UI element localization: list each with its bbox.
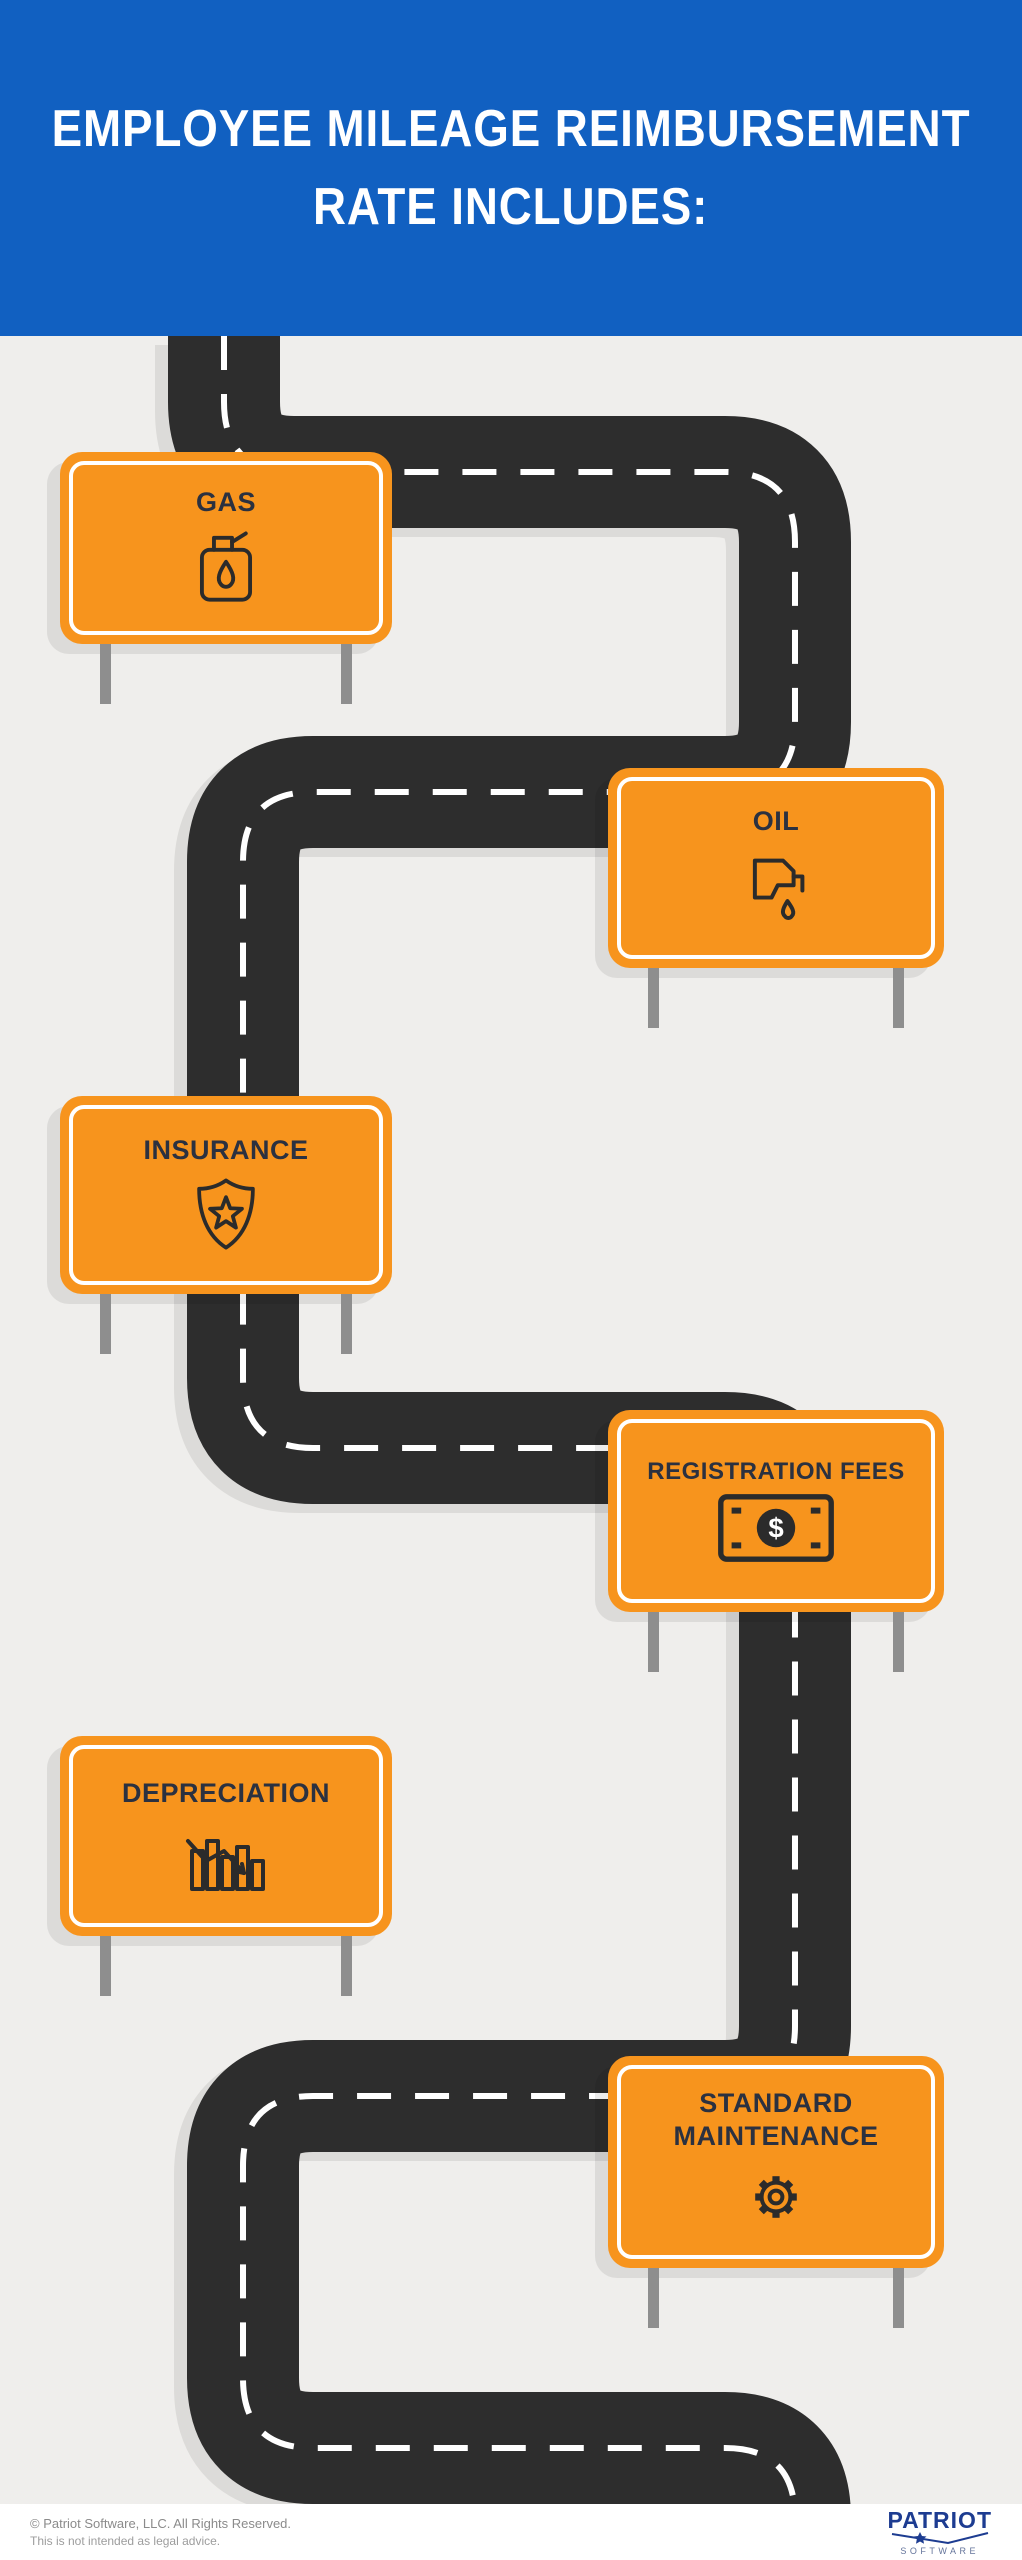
sign-post [100, 1294, 111, 1354]
disclaimer-text: This is not intended as legal advice. [30, 2534, 221, 2548]
sign-insurance-label: INSURANCE [143, 1135, 309, 1166]
fuel-nozzle-icon [752, 858, 805, 920]
copyright-text: © Patriot Software, LLC. All Rights Rese… [30, 2516, 292, 2531]
logo-subtitle: SOFTWARE [900, 2545, 980, 2556]
sign-post [341, 644, 352, 704]
sign-depreciation: DEPRECIATION [60, 1736, 392, 1996]
page-title-line1: EMPLOYEE MILEAGE REIMBURSEMENT [51, 100, 971, 158]
sign-post [100, 1936, 111, 1996]
sign-depreciation-label: DEPRECIATION [121, 1778, 330, 1809]
sign-gas-label: GAS [195, 487, 256, 518]
sign-post [893, 1612, 904, 1672]
sign-post [648, 968, 659, 1028]
sign-post [893, 968, 904, 1028]
gas-can-icon [199, 531, 253, 602]
header-banner: EMPLOYEE MILEAGE REIMBURSEMENT RATE INCL… [0, 0, 1022, 336]
sign-gas-inner: GAS [69, 461, 383, 635]
sign-post [648, 2268, 659, 2328]
sign-gas: GAS [60, 452, 392, 704]
patriot-software-logo: PATRIOT SOFTWARE [887, 2506, 992, 2556]
footer-legal: © Patriot Software, LLC. All Rights Rese… [30, 2516, 291, 2548]
dollar-sign: $ [768, 1512, 783, 1543]
shield-star-icon [197, 1178, 255, 1250]
sign-registration-fees-inner: REGISTRATION FEES $ [617, 1419, 935, 1603]
sign-registration-fees: REGISTRATION FEES $ [608, 1410, 944, 1672]
sign-post [648, 1612, 659, 1672]
sign-standard-maintenance: STANDARD MAINTENANCE [608, 2056, 944, 2328]
sign-insurance: INSURANCE [60, 1096, 392, 1354]
sign-oil: OIL [608, 768, 944, 1028]
footer: © Patriot Software, LLC. All Rights Rese… [0, 2504, 1022, 2560]
page-title-line2: RATE INCLUDES: [313, 178, 709, 236]
sign-oil-inner: OIL [617, 777, 935, 959]
sign-post [341, 1294, 352, 1354]
sign-post [341, 1936, 352, 1996]
sign-post [893, 2268, 904, 2328]
sign-oil-label: OIL [752, 806, 800, 837]
sign-standard-maintenance-inner: STANDARD MAINTENANCE [617, 2065, 935, 2259]
sign-registration-fees-label: REGISTRATION FEES [647, 1458, 905, 1486]
logo-star-swoosh-icon [891, 2531, 988, 2544]
sign-standard-maintenance-label: STANDARD MAINTENANCE [673, 2088, 879, 2151]
road-center-line [221, 336, 798, 2560]
logo-wordmark: PATRIOT [887, 2506, 992, 2533]
sign-post [100, 644, 111, 704]
money-bill-icon: $ [718, 1493, 834, 1562]
declining-bar-chart-icon [186, 1838, 265, 1891]
sign-depreciation-inner: DEPRECIATION [69, 1745, 383, 1927]
sign-insurance-inner: INSURANCE [69, 1105, 383, 1285]
gear-icon [755, 2176, 797, 2218]
